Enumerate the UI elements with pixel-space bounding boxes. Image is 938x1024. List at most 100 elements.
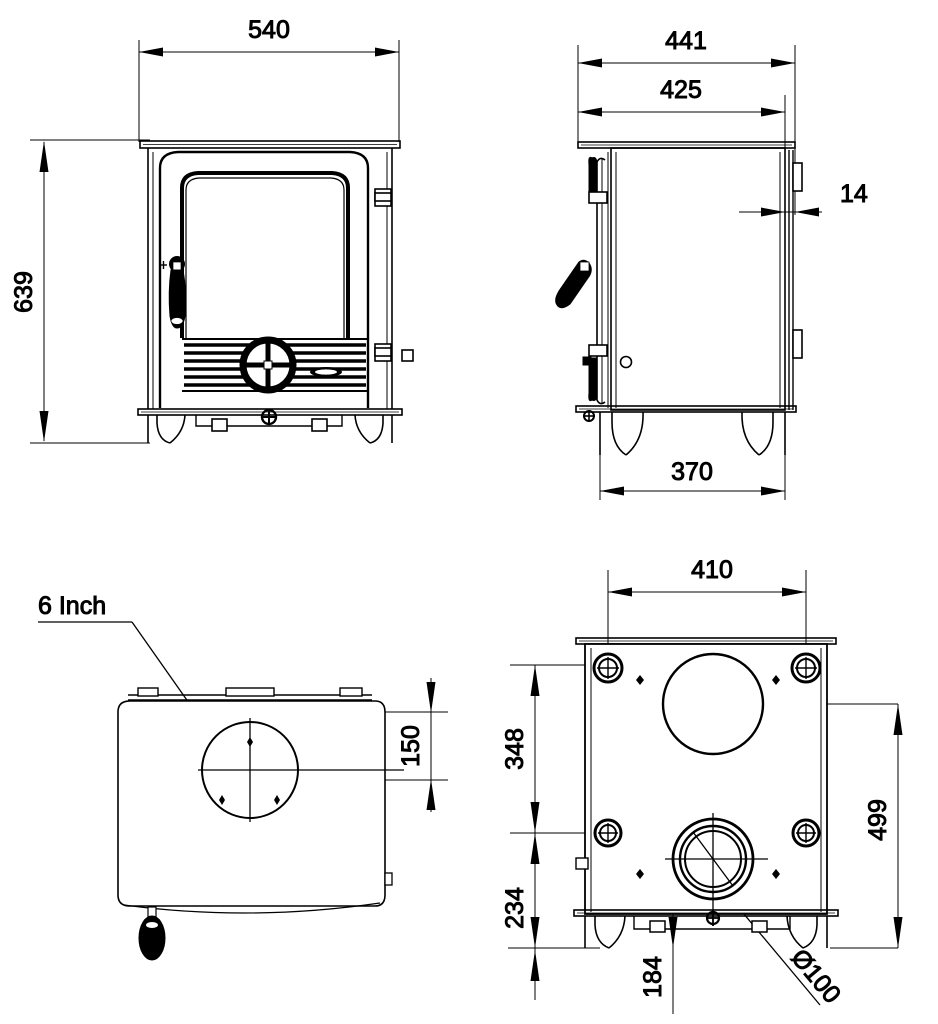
flue-size-note-label: 6 Inch <box>38 592 106 620</box>
front-leg-right <box>354 414 393 444</box>
arrowhead <box>530 950 540 981</box>
dim-rear-upper-height <box>530 665 540 833</box>
dim-rear-upper-height-label: 348 <box>501 728 529 770</box>
dim-side-foot-span-label: 370 <box>671 458 713 486</box>
front-door-frame <box>158 150 370 408</box>
side-port-hole <box>619 355 633 369</box>
side-bottom-plate <box>575 405 797 413</box>
front-brand-badge <box>310 367 342 377</box>
handle-grip <box>168 269 187 329</box>
arrowhead <box>375 47 399 57</box>
dim-rear-overall-height <box>893 704 903 948</box>
rear-top-flue-hole <box>661 652 765 756</box>
arrowhead <box>600 486 624 496</box>
arrowhead <box>608 587 632 597</box>
front-centre-mark <box>160 261 167 269</box>
arrowhead <box>771 58 795 68</box>
dim-rear-outlet-offset-label: 184 <box>639 956 667 998</box>
rear-base-rail <box>633 916 791 930</box>
front-glass-inner-line <box>185 177 345 338</box>
dim-side-foot-span <box>600 486 785 496</box>
arrowhead <box>426 682 436 713</box>
front-base-bolt-right <box>311 418 328 432</box>
arrowhead <box>426 779 436 810</box>
front-glass-surround <box>180 171 350 338</box>
side-hinge-lower <box>588 344 608 357</box>
top-flue-centre-cross <box>198 718 404 822</box>
front-base-rail <box>195 415 343 427</box>
top-side-lug <box>384 872 393 886</box>
arrowhead <box>530 833 540 864</box>
arrowhead <box>893 704 903 735</box>
arrowhead <box>668 917 678 948</box>
front-base-bolt-left <box>211 418 228 432</box>
dim-top-flue-offset-label: 150 <box>397 725 425 767</box>
front-door-handle <box>168 256 187 329</box>
dim-rear-lower-height-label: 234 <box>501 887 529 929</box>
rear-leg-right <box>786 915 828 949</box>
rear-bolt-bottom-left <box>593 818 623 848</box>
dim-rear-bolt-span-label: 410 <box>691 556 733 584</box>
side-bottom-fitting <box>583 410 595 422</box>
rear-bottom-plate <box>573 909 839 917</box>
side-latch-stud <box>582 356 592 366</box>
dim-side-overall-depth-label: 441 <box>665 27 707 55</box>
front-base-centre-fitting <box>260 408 278 426</box>
front-grille-hub-center <box>263 360 273 370</box>
dim-rear-overall-height-label: 499 <box>864 799 892 841</box>
arrowhead <box>39 411 49 442</box>
side-body-outline <box>610 147 786 411</box>
side-rear-flange <box>788 150 794 410</box>
side-rear-lug-upper <box>792 162 803 192</box>
dim-side-overall-depth <box>578 58 795 68</box>
side-view: 441 425 14 370 <box>555 27 868 500</box>
dim-front-height <box>39 141 49 442</box>
side-leg-front <box>599 411 644 456</box>
front-latch-stud <box>401 349 414 362</box>
side-leg-rear <box>741 411 786 456</box>
side-handle-collar <box>579 261 590 272</box>
top-rear-lug-centre <box>225 687 275 697</box>
dim-rear-lower-height <box>530 833 540 1000</box>
arrowhead <box>139 47 163 57</box>
front-view: 540 639 <box>10 16 414 444</box>
arrowhead <box>578 58 602 68</box>
front-glass-pane <box>189 181 341 338</box>
front-hinge-upper <box>374 188 392 207</box>
front-grille-hub-ring <box>239 336 297 394</box>
rear-bolt-bottom-right <box>791 818 821 848</box>
dim-front-height-label: 639 <box>10 271 38 313</box>
dim-top-flue-offset <box>426 678 436 812</box>
side-lower-hinge-bracket <box>588 357 598 402</box>
rear-bolt-top-right <box>790 652 822 684</box>
arrowhead <box>795 207 819 217</box>
front-top-plate <box>139 140 401 149</box>
handle-ferrule <box>170 317 184 325</box>
dim-rear-bolt-span <box>608 587 806 597</box>
side-rear-lug-lower <box>792 329 803 359</box>
dim-side-flange-label: 14 <box>840 180 868 208</box>
dim-side-body-depth <box>578 107 785 117</box>
rear-outlet <box>665 813 768 920</box>
dim-front-width <box>139 47 399 57</box>
rear-bolt-top-left <box>592 652 624 684</box>
arrowhead <box>782 587 806 597</box>
rear-base-centre-fitting <box>705 910 721 926</box>
rear-side-tab <box>575 857 589 870</box>
arrowhead <box>761 207 785 217</box>
arrowhead <box>530 802 540 833</box>
side-hinge-upper <box>588 191 608 204</box>
arrowhead <box>578 107 602 117</box>
rear-fixing-marks <box>636 675 780 879</box>
rear-base-bolt-right <box>751 920 768 933</box>
front-hinge-lower <box>374 343 392 362</box>
arrowhead <box>761 486 785 496</box>
side-door-handle <box>555 259 592 309</box>
top-handle <box>138 906 166 961</box>
front-extension-lines <box>30 40 400 444</box>
dim-side-body-depth-label: 425 <box>660 76 702 104</box>
arrowhead <box>39 141 49 172</box>
rear-view: 410 348 234 499 184 <box>501 556 903 1014</box>
rear-base-bolt-left <box>649 920 666 933</box>
